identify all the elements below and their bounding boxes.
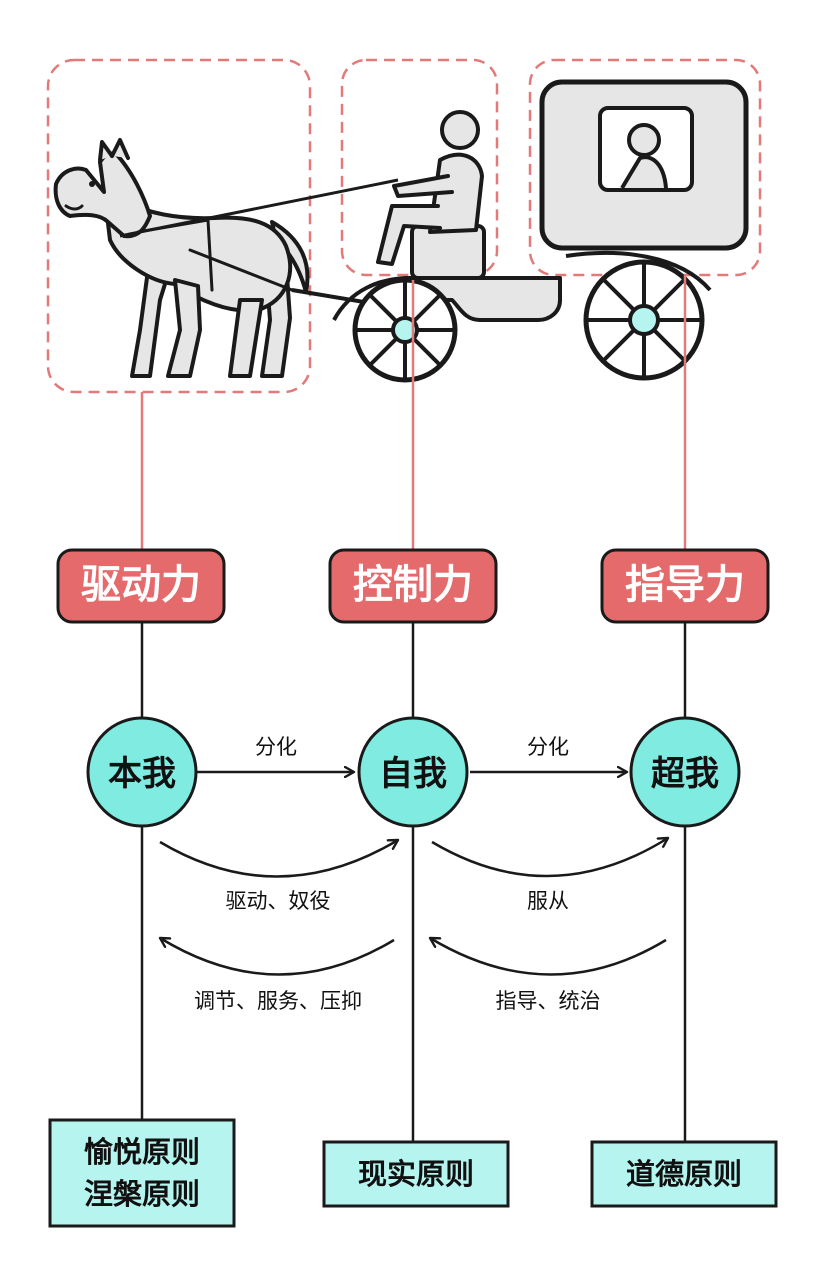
arrow-superego-guides-ego-label: 指导、统治 <box>496 989 601 1013</box>
arrow-ego-obeys-superego-label: 服从 <box>527 889 569 913</box>
arrow-ego-to-superego-label: 分化 <box>527 735 569 759</box>
ego-node: 自我 <box>357 716 469 828</box>
drive-force-text: 驱动力 <box>81 562 201 608</box>
superego-node: 超我 <box>629 716 741 828</box>
id-node: 本我 <box>86 716 198 828</box>
guide-force-label: 指导力 <box>600 548 770 624</box>
arrow-id-to-ego-label: 分化 <box>255 735 297 759</box>
carriage-illustration <box>46 58 762 394</box>
control-force-text: 控制力 <box>353 562 473 608</box>
reins <box>119 178 399 238</box>
horse-highlight-box <box>46 58 312 394</box>
driver-icon <box>376 110 486 280</box>
arrow-id-drives-ego <box>159 840 398 878</box>
nirvana-principle-text: 涅槃原则 <box>84 1177 200 1211</box>
horse-icon <box>53 138 310 378</box>
rear-wheel-icon <box>583 259 705 381</box>
guide-force-text: 指导力 <box>625 562 745 608</box>
control-force-label: 控制力 <box>328 548 498 624</box>
moral-principle-text: 道德原则 <box>626 1157 742 1191</box>
arrow-ego-serves-id <box>160 938 395 976</box>
arrow-ego-serves-id-label: 调节、服务、压抑 <box>194 989 362 1013</box>
id-principle-box: 愉悦原则 涅槃原则 <box>48 1118 236 1228</box>
superego-node-text: 超我 <box>651 754 719 794</box>
arrow-id-drives-ego-label: 驱动、奴役 <box>226 889 331 913</box>
carriage-chassis <box>332 251 712 322</box>
id-node-text: 本我 <box>108 754 176 794</box>
pleasure-principle-text: 愉悦原则 <box>84 1135 200 1169</box>
arrow-superego-guides-ego <box>430 938 667 976</box>
arrow-ego-obeys-superego <box>431 838 668 878</box>
cabin-icon <box>539 79 749 251</box>
ego-principle-box: 现实原则 <box>322 1140 510 1208</box>
ego-node-text: 自我 <box>379 754 447 794</box>
reality-principle-text: 现实原则 <box>358 1157 474 1191</box>
drive-force-label: 驱动力 <box>56 548 226 624</box>
front-wheel-icon <box>352 277 458 383</box>
superego-principle-box: 道德原则 <box>590 1140 778 1208</box>
